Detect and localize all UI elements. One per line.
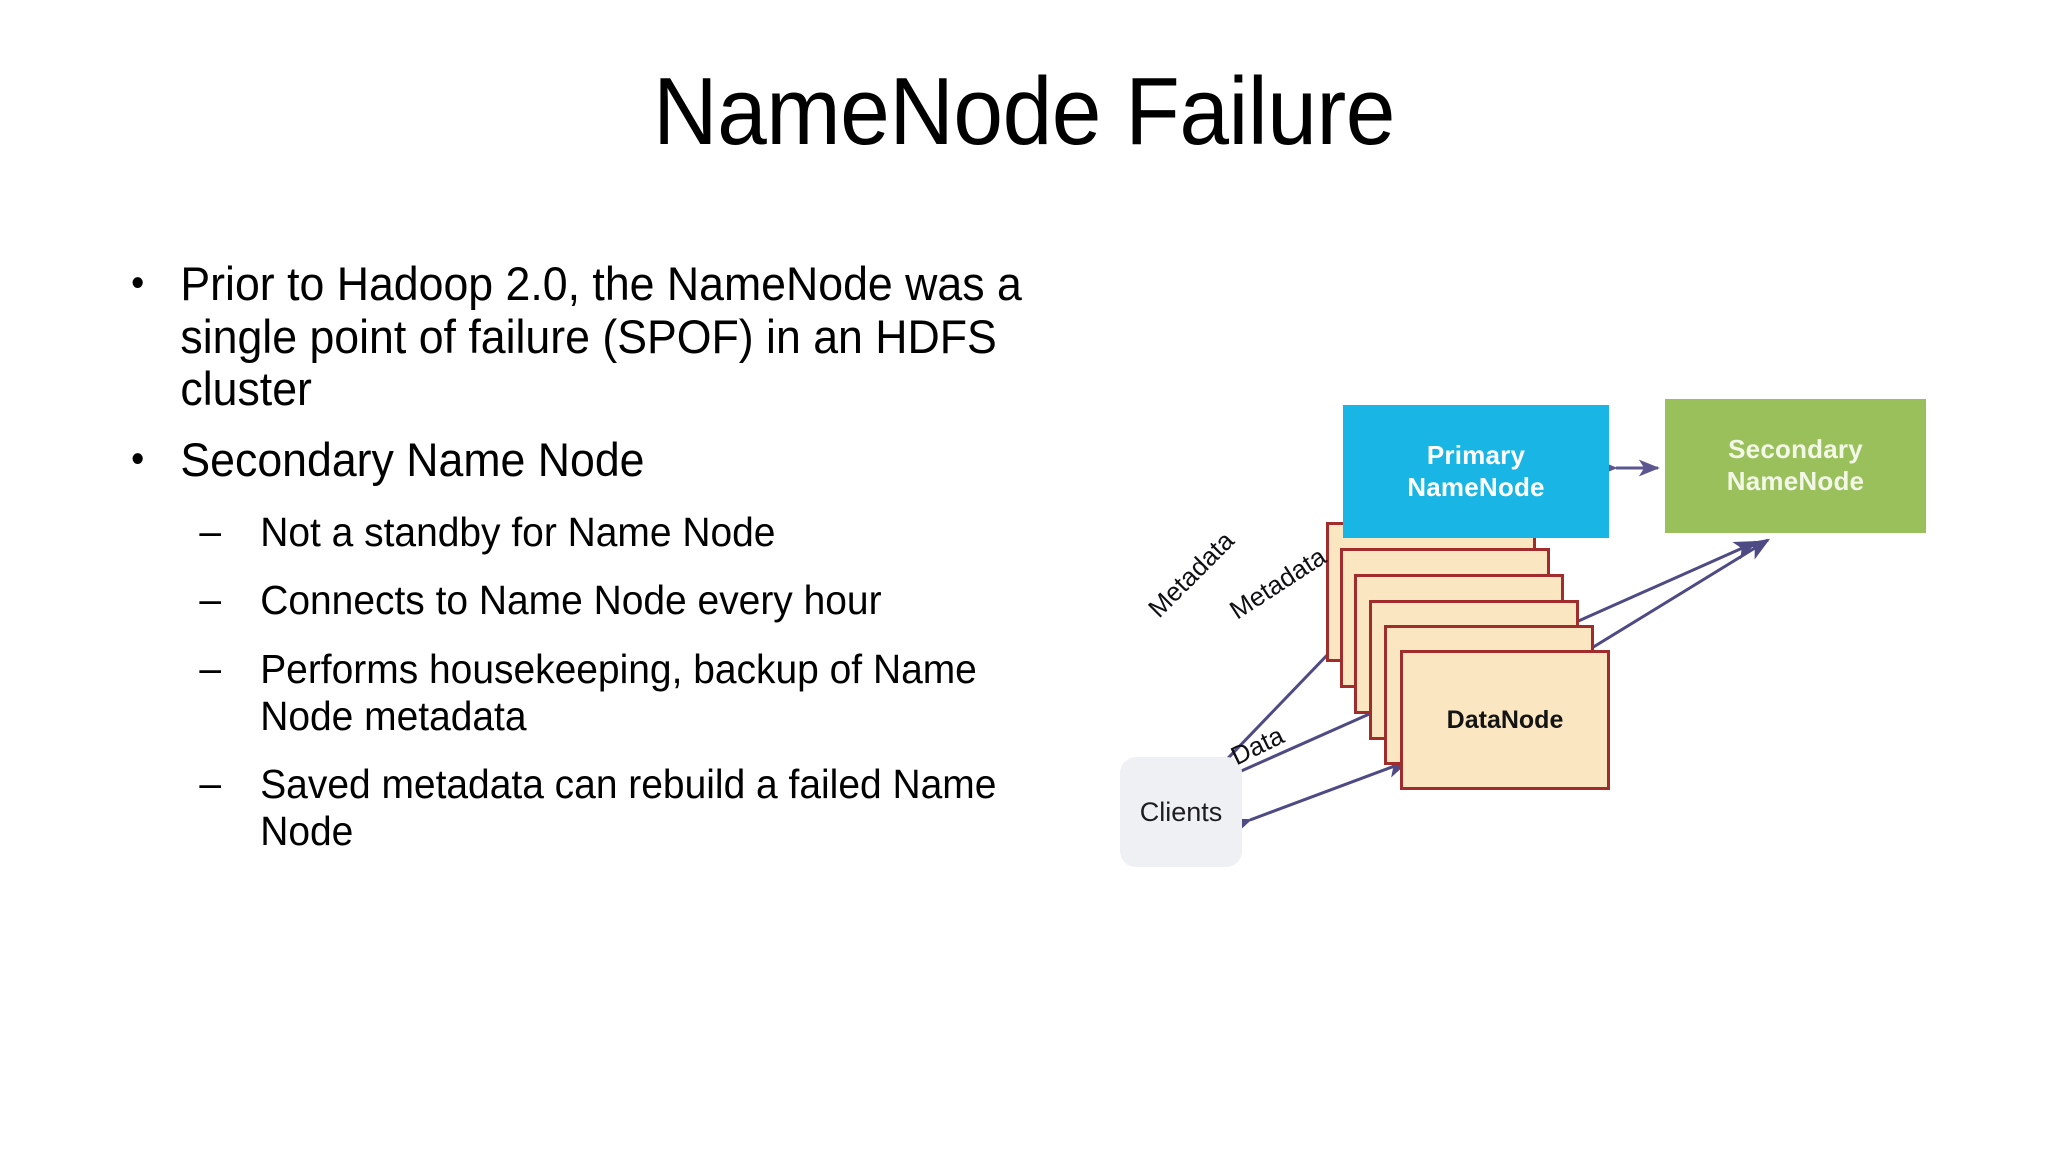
secondary-namenode-label-line2: NameNode xyxy=(1726,466,1865,496)
secondary-namenode-label-line1: Secondary xyxy=(1728,434,1863,465)
sub-bullet-text: Performs housekeeping, backup of Name No… xyxy=(260,645,977,739)
bullet-marker-dash: – xyxy=(199,644,222,691)
arrow-clients-datanode-data xyxy=(1226,759,1411,837)
bullet-item-1: • Prior to Hadoop 2.0, the NameNode was … xyxy=(112,257,1072,416)
bullet-text: Prior to Hadoop 2.0, the NameNode was a … xyxy=(180,257,1022,416)
slide-body-text: • Prior to Hadoop 2.0, the NameNode was … xyxy=(112,257,1122,855)
bullet-marker-dash: – xyxy=(199,576,222,623)
bullet-marker-dash: – xyxy=(199,507,222,554)
bullet-item-2: • Secondary Name Node xyxy=(112,432,1072,487)
hdfs-architecture-diagram: DataNode Primary NameNode Secondary Name… xyxy=(1120,352,1970,952)
bullet-marker-dash: – xyxy=(199,760,222,807)
page-title: NameNode Failure xyxy=(653,58,1395,165)
bullet-marker-dot: • xyxy=(131,436,145,481)
primary-namenode-label-line2: NameNode xyxy=(1407,471,1545,502)
datanode-stack: DataNode xyxy=(1326,522,1712,864)
bullet-marker-dot: • xyxy=(131,261,145,305)
sub-bullet-item-4: – Saved metadata can rebuild a failed Na… xyxy=(112,761,1072,854)
sub-bullet-item-2: – Connects to Name Node every hour xyxy=(112,577,1072,624)
primary-namenode-label-line1: Primary xyxy=(1426,439,1526,470)
secondary-namenode-box: Secondary NameNode xyxy=(1665,399,1926,533)
bullet-text: Secondary Name Node xyxy=(180,432,645,486)
primary-namenode-box: Primary NameNode xyxy=(1343,405,1609,538)
sub-bullet-item-1: – Not a standby for Name Node xyxy=(112,507,1072,556)
datanode-box: DataNode xyxy=(1400,650,1610,790)
sub-bullet-text: Saved metadata can rebuild a failed Name… xyxy=(260,761,997,855)
sub-bullet-text: Connects to Name Node every hour xyxy=(260,577,882,624)
sub-bullet-text: Not a standby for Name Node xyxy=(260,508,776,555)
clients-box: Clients xyxy=(1120,757,1242,867)
sub-bullet-item-3: – Performs housekeeping, backup of Name … xyxy=(112,644,1072,739)
